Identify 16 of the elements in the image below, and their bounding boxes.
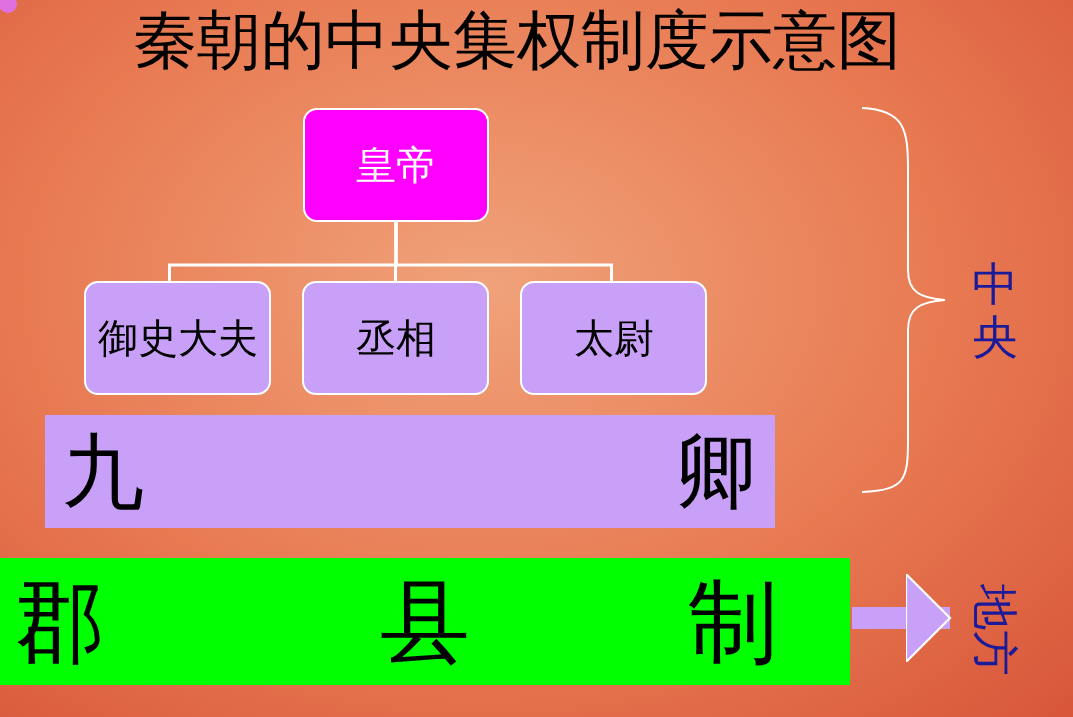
- connector-line: [394, 222, 613, 281]
- region-label: 中央: [972, 258, 1019, 364]
- band-character: 九: [62, 430, 144, 513]
- office-box: 丞相: [302, 281, 489, 395]
- county-band: [0, 558, 850, 685]
- title: 秦朝的中央集权制度示意图: [133, 8, 901, 72]
- ministers-band: [45, 415, 775, 528]
- arrow: [852, 572, 952, 664]
- region-label: 地方: [960, 570, 1030, 690]
- band-character: 卿: [675, 430, 757, 513]
- title-box: 皇帝: [303, 108, 489, 222]
- office-box: 御史大夫: [84, 281, 271, 395]
- band-character: 郡: [15, 576, 105, 667]
- office-box: 太尉: [520, 281, 707, 395]
- band-character: 制: [688, 576, 778, 667]
- band-character: 县: [380, 576, 470, 667]
